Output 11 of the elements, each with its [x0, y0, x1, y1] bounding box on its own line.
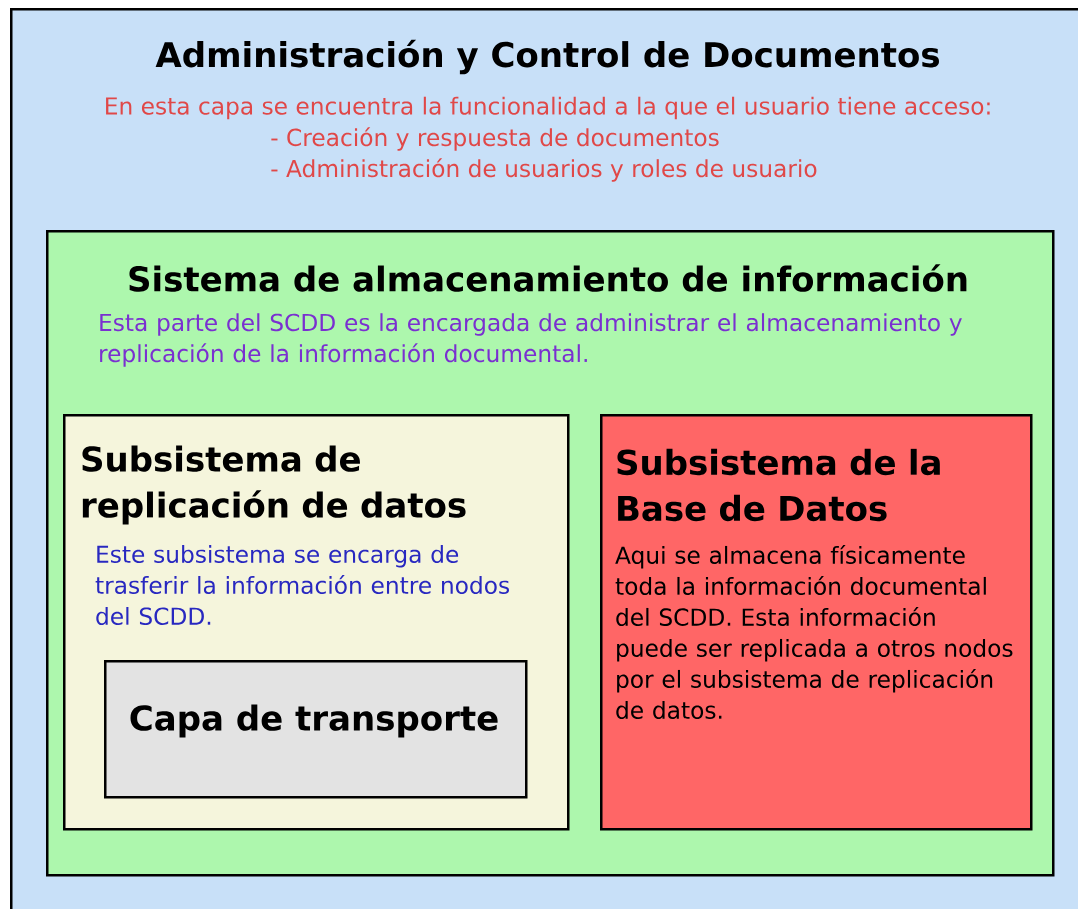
box-title: Administración y Control de Documentos [155, 39, 939, 75]
box-title: Subsistema de la Base de Datos [617, 448, 940, 522]
description-text: Aqui se almacena físicamente toda la información documental del SCDD. Esta información puede ser replicada a otros nodos por el subsistema de replicación de datos. [615, 545, 1013, 719]
list-item: - Creación y respuesta de documentos [271, 127, 719, 151]
box-title: Subsistema de replicación de datos [82, 445, 466, 525]
box-title: Capa de transporte [130, 704, 498, 738]
description-text: Este subsistema se encarga de trasferir la información entre nodos del SCDD. [95, 545, 509, 625]
box-title: Sistema de almacenamiento de información [129, 264, 967, 292]
list-item: - Administración de usuarios y roles de usuario [271, 158, 817, 182]
description-text: Esta parte del SCDD es la encargada de administrar el almacenamiento y replicación de la información documental. [100, 313, 962, 367]
description-text: En esta capa se encuentra la funcionalidad a la que el usuario tiene acceso: [106, 96, 990, 120]
